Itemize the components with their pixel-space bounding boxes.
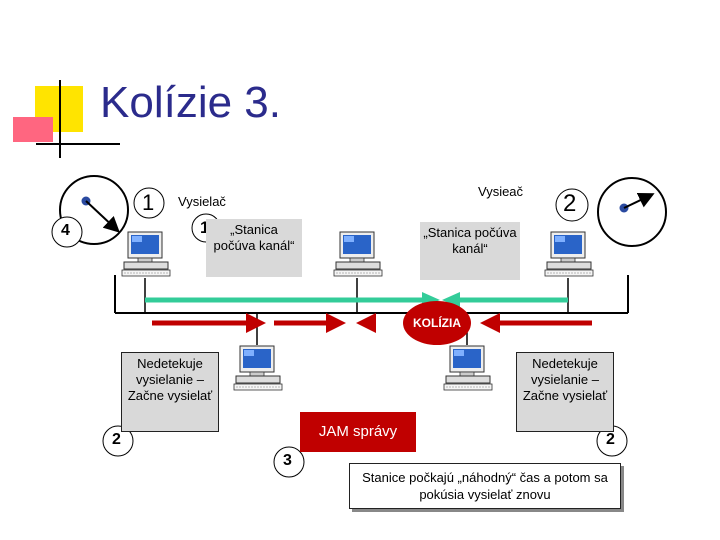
jam-propagation-arrows xyxy=(152,313,592,333)
step-number: 2 xyxy=(563,190,577,217)
step-circle xyxy=(133,187,165,219)
not-detected-note-right: Nedetekuje vysielanie – Začne vysielať xyxy=(516,352,614,432)
wait-note: Stanice počkajú „náhodný“ čas a potom sa… xyxy=(349,463,621,509)
station-3-computer-icon xyxy=(544,231,594,277)
title-decoration xyxy=(13,80,120,158)
station-2-computer-icon xyxy=(333,231,383,277)
listening-note-right: „Stanica počúva kanál“ xyxy=(420,222,520,280)
step-number: 1 xyxy=(142,190,155,215)
not-detected-note-left: Nedetekuje vysielanie – Začne vysielať xyxy=(121,352,219,432)
step-circle xyxy=(102,425,134,457)
jam-message-label: JAM správy xyxy=(300,412,416,452)
station-5-computer-icon xyxy=(443,345,493,391)
step-circle xyxy=(555,188,589,222)
step-circle xyxy=(51,216,83,248)
step-number: 1 xyxy=(200,218,210,237)
listening-note-left: „Stanica počúva kanál“ xyxy=(206,219,302,277)
step-number: 2 xyxy=(606,431,615,448)
network-bus xyxy=(114,275,629,345)
collision-marker xyxy=(403,301,471,345)
page-title: Kolízie 3. xyxy=(100,78,281,127)
step-circle xyxy=(273,446,305,478)
sender-label-right: Vysieač xyxy=(478,184,524,199)
step-number: 3 xyxy=(283,452,292,469)
sender-label-left: Vysielač xyxy=(178,194,226,209)
step-number: 4 xyxy=(61,222,70,239)
station-4-computer-icon xyxy=(233,345,283,391)
station-1-computer-icon xyxy=(121,231,171,277)
clock-icon-right xyxy=(597,177,667,247)
step-number: 2 xyxy=(112,431,121,448)
collision-label: KOLÍZIA xyxy=(413,316,461,330)
